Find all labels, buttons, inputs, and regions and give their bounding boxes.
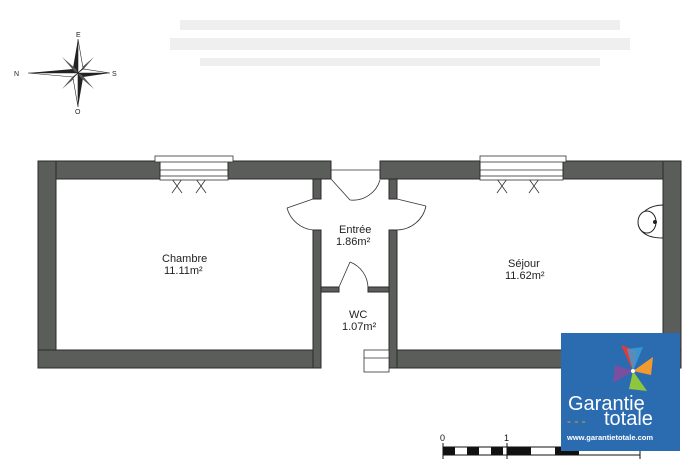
window-sejour [479, 155, 567, 194]
logo-line2: totale [604, 408, 653, 430]
garantie-totale-logo: Garantie - - - totale www.garantietotale… [561, 333, 680, 451]
compass-south-label: S [112, 71, 117, 78]
room-chambre-area: 11.11m² [164, 265, 203, 277]
room-entree-name: Entrée [339, 224, 371, 236]
watermark-smudge [170, 20, 630, 66]
room-chambre-name: Chambre [162, 253, 207, 265]
doors [286, 169, 427, 373]
compass-north-label: N [14, 71, 19, 78]
compass-west-label: O [75, 109, 81, 116]
logo-line1: Garantie [568, 393, 645, 415]
compass-east-label: E [76, 32, 81, 39]
pinwheel-icon [613, 345, 653, 391]
logo-dashes: - - - [567, 414, 586, 428]
window-chambre [154, 155, 234, 194]
compass-rose: E N S O [14, 32, 117, 116]
room-wc-area: 1.07m² [342, 321, 377, 333]
room-entree-area: 1.86m² [336, 236, 371, 248]
scale-label-0: 0 [440, 433, 445, 443]
room-sejour-name: Séjour [508, 258, 540, 270]
room-sejour-area: 11.62m² [505, 270, 545, 282]
logo-url: www.garantietotale.com [566, 433, 653, 442]
room-wc-name: WC [349, 309, 367, 321]
scale-label-1: 1 [504, 433, 509, 443]
washbasin-icon [637, 204, 664, 239]
